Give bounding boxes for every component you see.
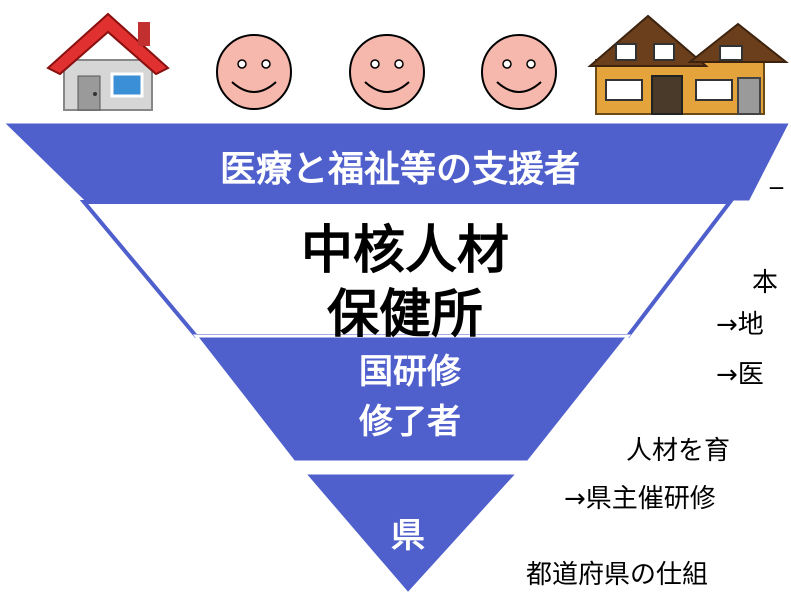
- health-center-label: 保健所: [326, 285, 483, 345]
- large-house-icon: [587, 14, 789, 115]
- training-completers-label: 修了者: [359, 402, 461, 442]
- house-icon: [46, 12, 170, 111]
- side-text-line-3: →地: [716, 310, 764, 340]
- tier-supporters-label: 医療と福祉等の支援者: [219, 149, 580, 190]
- smiley-face-icon: [349, 34, 425, 110]
- smiley-face-icon: [216, 34, 292, 110]
- prefecture-label: 県: [391, 516, 425, 556]
- side-text-line-6: →県主催研修: [564, 484, 716, 514]
- tier-national-training-band: [192, 334, 632, 464]
- tier-supporters-band: [0, 120, 791, 204]
- side-text-line-1: _: [770, 160, 783, 190]
- national-training-label: 国研修: [359, 352, 461, 392]
- smiley-face-icon: [481, 34, 557, 110]
- side-text-line-7: 都道府県の仕組: [526, 560, 709, 590]
- side-text-line-5: 人材を育: [626, 436, 731, 466]
- side-text-line-4: →医: [716, 360, 764, 390]
- side-text-line-2: 本: [752, 268, 779, 298]
- core-personnel-label: 中核人材: [300, 221, 509, 281]
- tier-prefecture-band: [300, 471, 522, 594]
